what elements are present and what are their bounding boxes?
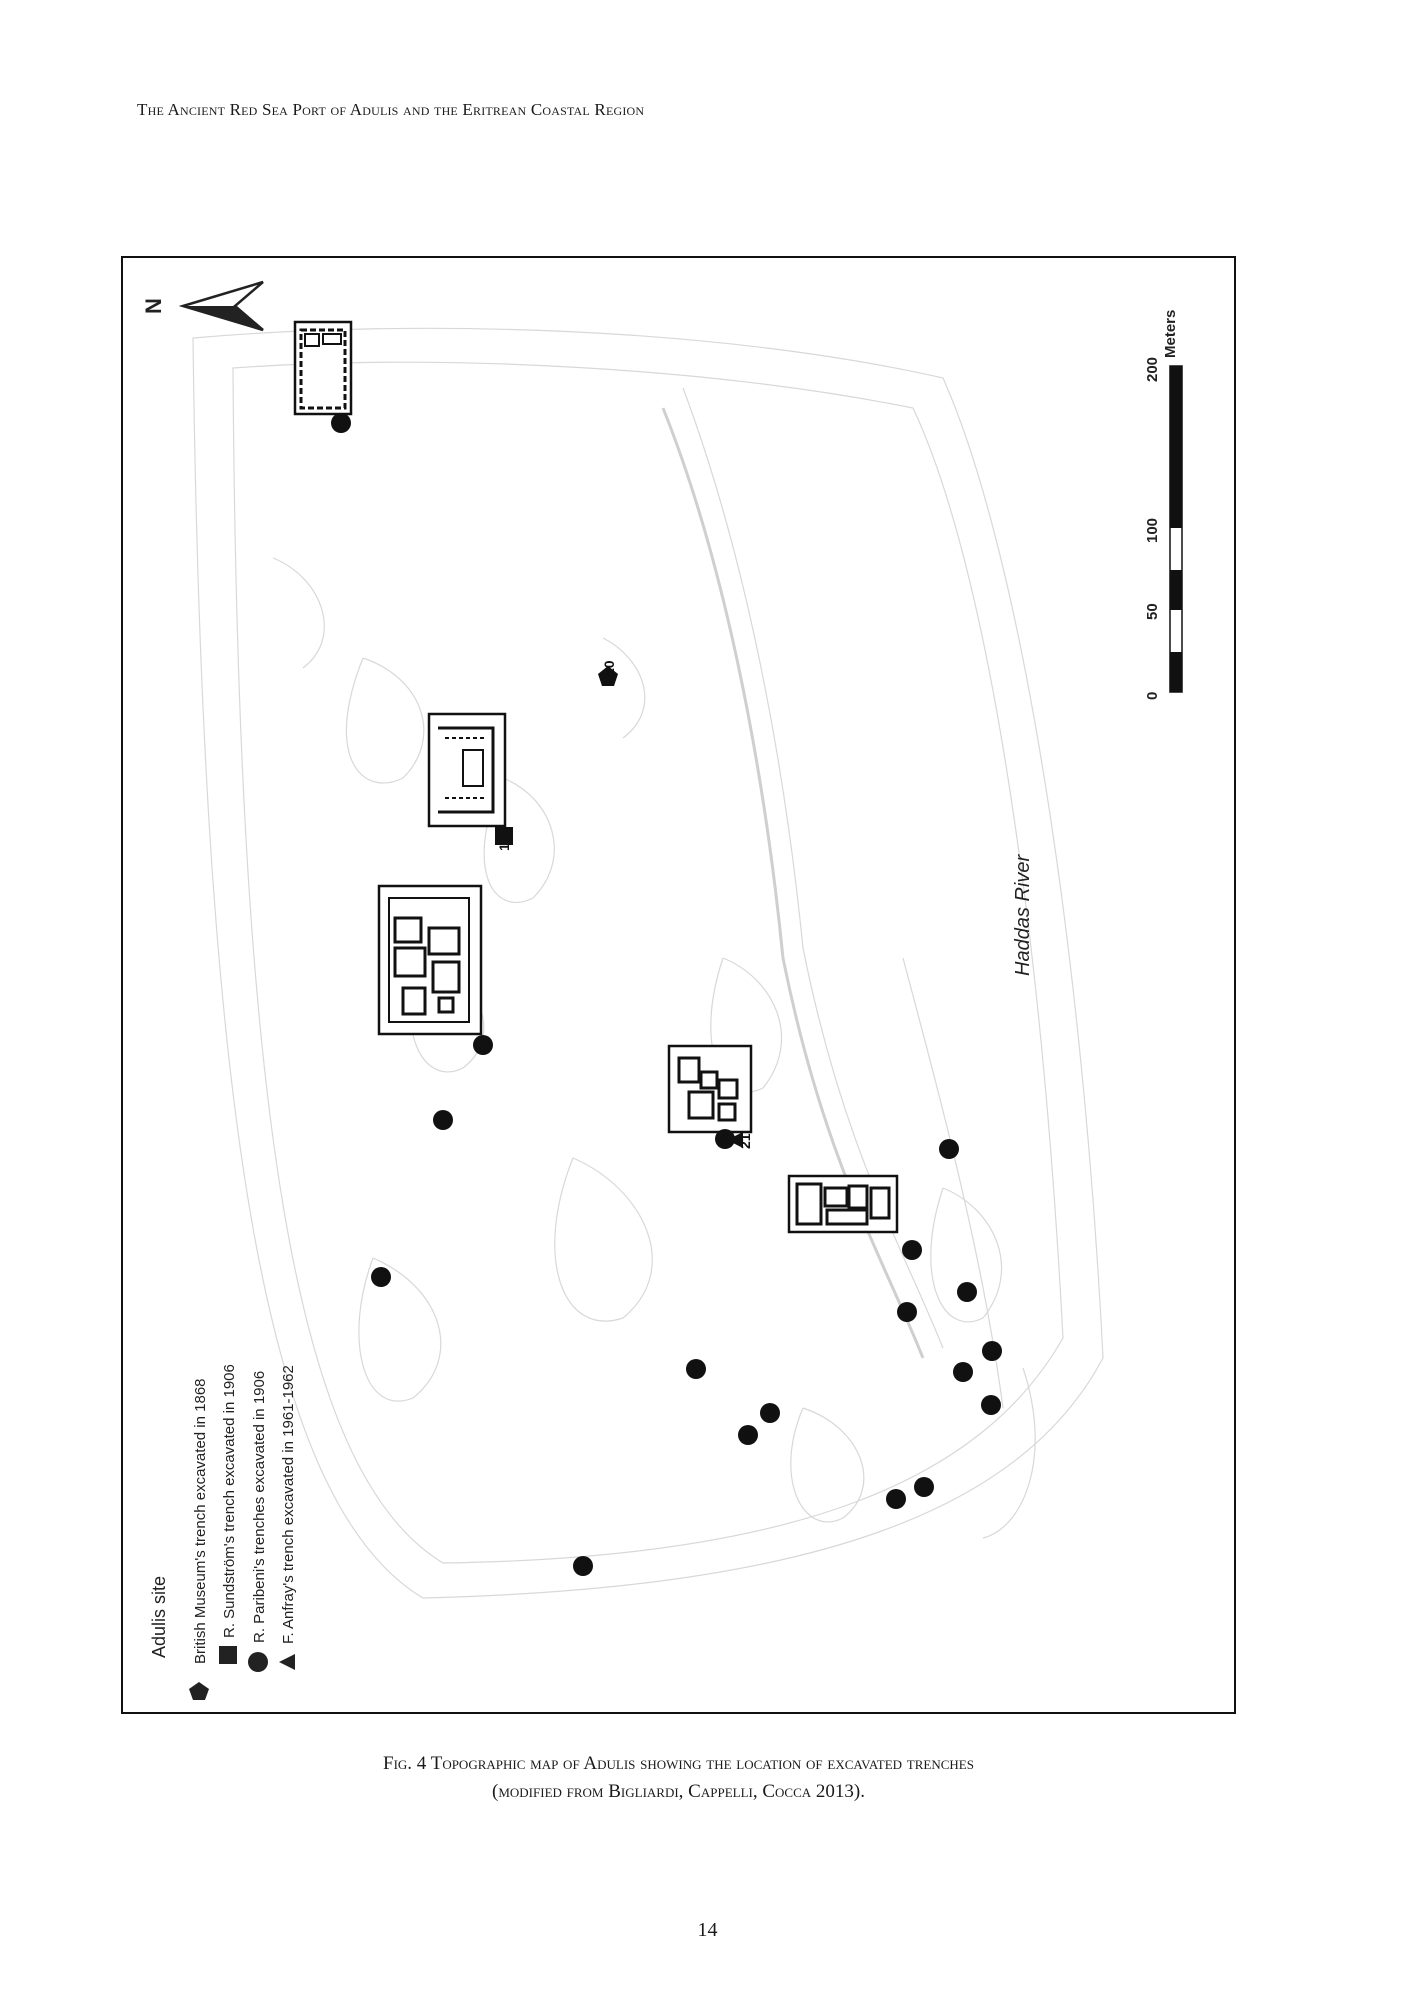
trench-18: 18	[573, 1556, 593, 1576]
plan-inset-20	[667, 1044, 753, 1134]
svg-text:11: 11	[334, 415, 350, 430]
figure-map: N	[121, 256, 1236, 1714]
trench-17: 17	[686, 1359, 706, 1379]
svg-text:10: 10	[601, 660, 617, 676]
trench-21: 21	[727, 1132, 753, 1149]
square-icon	[219, 1646, 237, 1664]
svg-text:12: 12	[496, 835, 512, 851]
trench-13: 13	[473, 1035, 493, 1055]
trench-5: 5	[982, 1341, 1002, 1361]
svg-text:R. Paribeni's trenches excavat: R. Paribeni's trenches excavated in 1906	[251, 1371, 268, 1643]
plan-insets	[293, 320, 899, 1234]
svg-text:20: 20	[718, 1130, 734, 1146]
north-arrow-shade	[183, 306, 263, 330]
river-label: Haddas River	[1012, 853, 1034, 976]
svg-text:21: 21	[737, 1133, 753, 1149]
trench-16: 16	[760, 1403, 780, 1423]
legend-entry-square: R. Sundström's trench excavated in 1906	[219, 1364, 238, 1664]
svg-text:6: 6	[900, 1311, 916, 1319]
figure-caption: Fig. 4 Topographic map of Adulis showing…	[121, 1750, 1236, 1806]
svg-text:14: 14	[436, 1111, 452, 1127]
trench-6: 6	[897, 1302, 917, 1322]
trench-11: 11	[331, 413, 351, 433]
svg-text:R. Sundström's trench excavate: R. Sundström's trench excavated in 1906	[221, 1364, 238, 1638]
legend-entry-circle: R. Paribeni's trenches excavated in 1906	[248, 1371, 268, 1672]
trench-9: 9	[939, 1139, 959, 1159]
scale-unit: Meters	[1162, 310, 1179, 358]
svg-text:16: 16	[763, 1404, 779, 1420]
page-number: 14	[697, 1919, 718, 1941]
trench-12: 12	[495, 827, 513, 851]
trench-19: 19	[371, 1267, 391, 1287]
trench-7: 7	[957, 1282, 977, 1302]
trench-4: 4	[953, 1362, 973, 1382]
trench-3: 3	[981, 1395, 1001, 1415]
svg-text:19: 19	[374, 1268, 390, 1284]
running-head: The Ancient Red Sea Port of Adulis and t…	[137, 100, 645, 119]
svg-text:15: 15	[741, 1426, 757, 1442]
plan-inset-11	[293, 320, 353, 416]
pentagon-icon	[189, 1682, 209, 1700]
trench-14: 14	[433, 1110, 453, 1130]
svg-text:7: 7	[960, 1291, 976, 1299]
trench-2: 2	[914, 1477, 934, 1497]
topographic-map: N	[141, 280, 1183, 1700]
svg-text:F. Anfray's trench excavated i: F. Anfray's trench excavated in 1961-196…	[280, 1365, 297, 1644]
plan-inset-12	[427, 712, 507, 828]
map-legend: Adulis site British Museum's trench exca…	[149, 1364, 297, 1700]
trench-20: 20	[715, 1129, 735, 1149]
north-label: N	[141, 298, 166, 314]
svg-text:18: 18	[576, 1557, 592, 1573]
triangle-icon	[279, 1654, 295, 1670]
caption-line-2: (modified from Bigliardi, Cappelli, Cocc…	[492, 1781, 865, 1802]
plan-inset-8	[787, 1174, 899, 1234]
scale-tick-100: 100	[1144, 518, 1161, 543]
legend-entry-pentagon: British Museum's trench excavated in 186…	[189, 1378, 209, 1700]
legend-entry-triangle: F. Anfray's trench excavated in 1961-196…	[279, 1365, 297, 1670]
scale-tick-0: 0	[1144, 692, 1161, 700]
circle-icon	[248, 1652, 268, 1672]
scale-bar: 0 50 100 200 Meters	[1144, 310, 1183, 700]
svg-text:4: 4	[956, 1371, 972, 1379]
caption-line-1: Fig. 4 Topographic map of Adulis showing…	[383, 1753, 974, 1774]
contour-lines	[192, 327, 1104, 1599]
trench-8: 8	[902, 1240, 922, 1260]
legend-title: Adulis site	[149, 1576, 169, 1658]
svg-text:2: 2	[917, 1486, 933, 1494]
north-arrow: N	[141, 280, 264, 332]
svg-text:13: 13	[476, 1036, 492, 1052]
svg-text:8: 8	[905, 1249, 921, 1257]
svg-text:British Museum's trench excava: British Museum's trench excavated in 186…	[192, 1378, 209, 1664]
svg-text:9: 9	[942, 1148, 958, 1156]
trench-markers: 1 2 3 4 5 6 7 8 9 10 11 12 13 14 15 16 1…	[331, 413, 1002, 1576]
svg-text:3: 3	[984, 1404, 1000, 1412]
trench-15: 15	[738, 1425, 758, 1445]
plan-inset-13	[377, 884, 483, 1036]
scale-tick-50: 50	[1144, 603, 1161, 620]
svg-text:5: 5	[985, 1350, 1001, 1358]
scale-tick-200: 200	[1144, 357, 1161, 382]
svg-text:17: 17	[689, 1360, 705, 1376]
svg-text:1: 1	[889, 1498, 905, 1506]
trench-10: 10	[598, 660, 618, 686]
trench-1: 1	[886, 1489, 906, 1509]
